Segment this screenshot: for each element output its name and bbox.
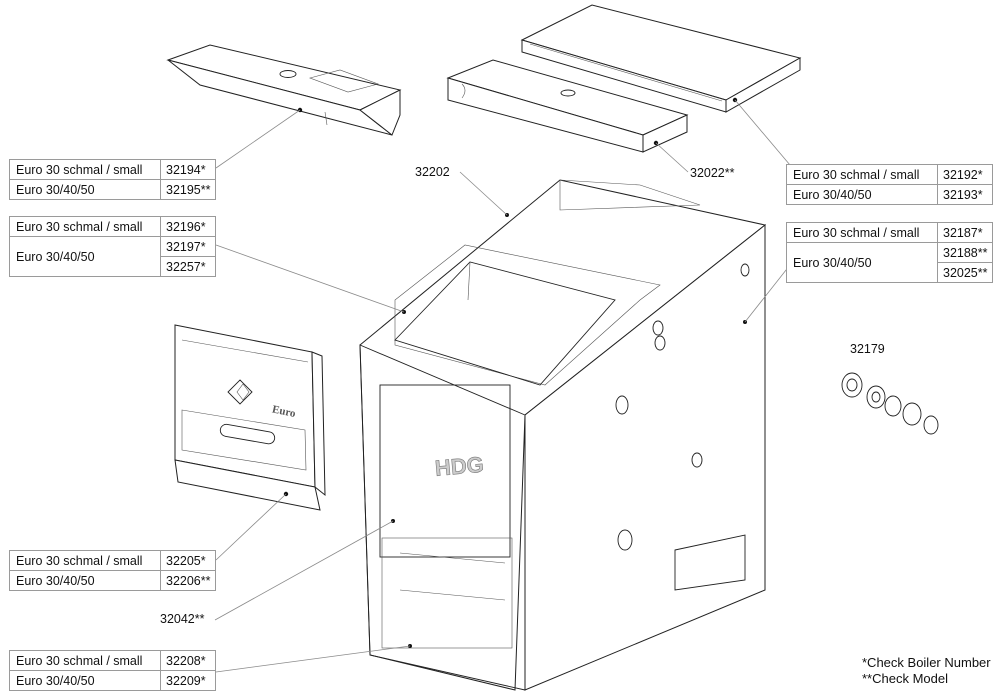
boiler-body-part bbox=[359, 179, 767, 691]
hdg-front-logo: HDG bbox=[434, 452, 485, 481]
model-cell: Euro 30 schmal / small bbox=[9, 650, 161, 671]
model-cell: Euro 30/40/50 bbox=[786, 184, 938, 205]
model-cell: Euro 30/40/50 bbox=[9, 179, 161, 200]
euro-panel-logo: Euro bbox=[271, 403, 297, 420]
part-number-cell: 32195** bbox=[160, 179, 216, 200]
part-label-32042: 32042** bbox=[160, 612, 205, 626]
part-number-cell: 32188** bbox=[937, 242, 993, 263]
front-door-panel-part bbox=[174, 324, 326, 511]
part-label-32202: 32202 bbox=[415, 165, 450, 179]
model-cell: Euro 30/40/50 bbox=[9, 236, 161, 277]
part-number-cell: 32192* bbox=[937, 164, 993, 185]
part-number-cell: 32205* bbox=[160, 550, 216, 571]
part-number-cell: 32208* bbox=[160, 650, 216, 671]
model-cell: Euro 30 schmal / small bbox=[786, 222, 938, 243]
note-check-model: **Check Model bbox=[862, 671, 948, 686]
table-row: 32257* bbox=[10, 256, 216, 277]
model-cell: Euro 30 schmal / small bbox=[9, 159, 161, 180]
part-number-cell: 32187* bbox=[937, 222, 993, 243]
part-number-cell: 32257* bbox=[160, 256, 216, 277]
part-number-cell: 32196* bbox=[160, 216, 216, 237]
model-cell: Euro 30/40/50 bbox=[9, 670, 161, 691]
part-number-cell: 32209* bbox=[160, 670, 216, 691]
table-row: 32025** bbox=[787, 262, 993, 283]
model-cell: Euro 30 schmal / small bbox=[786, 164, 938, 185]
part-number-cell: 32206** bbox=[160, 570, 216, 591]
part-number-cell: 32193* bbox=[937, 184, 993, 205]
top-front-cover-part bbox=[446, 59, 689, 153]
leader-lines bbox=[214, 99, 791, 673]
part-label-32179: 32179 bbox=[850, 342, 885, 356]
top-rear-cover-part bbox=[520, 4, 802, 113]
model-cell: Euro 30/40/50 bbox=[786, 242, 938, 283]
model-cell: Euro 30 schmal / small bbox=[9, 550, 161, 571]
part-number-cell: 32197* bbox=[160, 236, 216, 257]
model-cell: Euro 30 schmal / small bbox=[9, 216, 161, 237]
seal-rings-part bbox=[841, 372, 939, 435]
control-panel-cover-part bbox=[166, 44, 402, 136]
part-label-32022: 32022** bbox=[690, 166, 735, 180]
part-number-cell: 32025** bbox=[937, 262, 993, 283]
part-number-cell: 32194* bbox=[160, 159, 216, 180]
note-check-boiler-number: *Check Boiler Number bbox=[862, 655, 991, 670]
model-cell: Euro 30/40/50 bbox=[9, 570, 161, 591]
